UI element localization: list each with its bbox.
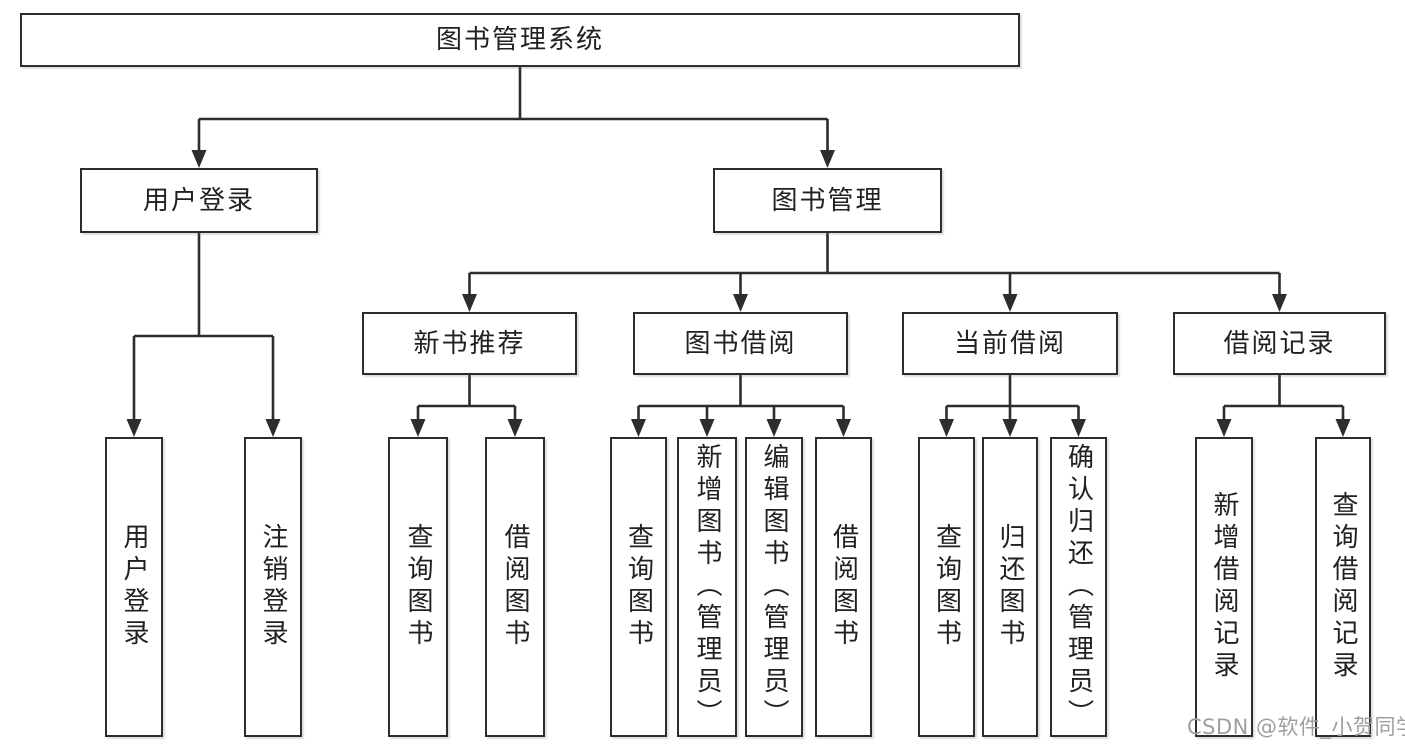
arrowhead-icon [1002,419,1018,437]
arrowhead-icon [631,419,646,437]
node-recommend-borrow-books: 借阅图书 [485,437,545,737]
arrowhead-icon [820,150,835,168]
arrowhead-icon [766,419,782,437]
node-current-borrowing: 当前借阅 [902,312,1118,375]
arrowhead-icon [1002,294,1018,312]
node-user-login: 用户登录 [80,168,318,233]
node-book-management-label: 图书管理 [771,185,884,216]
node-book-borrowing-label: 图书借阅 [684,328,797,359]
node-new-book-recommend: 新书推荐 [362,312,577,375]
connector-current-borrow-children [939,375,1086,437]
arrowhead-icon [507,419,523,437]
arrowhead-icon [1071,419,1086,437]
connector-book-mgmt-to-level2 [462,233,1287,312]
node-current-query-books-label: 查询图书 [931,523,962,651]
arrowhead-icon [1272,294,1287,312]
node-leaf-user-login: 用户登录 [105,437,163,737]
node-current-borrowing-label: 当前借阅 [953,328,1066,359]
node-leaf-logout: 注销登录 [244,437,302,737]
arrowhead-icon [1335,419,1351,437]
connector-book-borrow-children [631,375,851,437]
connector-borrow-record-children [1216,375,1351,437]
node-current-query-books: 查询图书 [918,437,975,737]
node-book-borrowing: 图书借阅 [633,312,848,375]
node-root-label: 图书管理系统 [435,25,604,55]
arrowhead-icon [265,419,281,437]
node-borrowing-borrow-books: 借阅图书 [815,437,872,737]
node-records-query-record: 查询借阅记录 [1315,437,1371,737]
node-records-add-record: 新增借阅记录 [1195,437,1253,737]
node-recommend-query-books: 查询图书 [388,437,448,737]
arrowhead-icon [939,419,954,437]
arrowhead-icon [1216,419,1232,437]
node-borrowing-borrow-books-label: 借阅图书 [828,523,859,651]
node-borrowing-query-books-label: 查询图书 [623,523,654,651]
node-leaf-logout-label: 注销登录 [258,523,288,651]
connector-root-to-level1 [191,67,835,168]
node-leaf-user-login-label: 用户登录 [119,523,149,651]
node-current-return-books: 归还图书 [982,437,1038,737]
watermark-text: CSDN @软件_小贺同学 [1187,715,1405,739]
connector-user-login-children [126,233,281,437]
arrowhead-icon [733,294,748,312]
node-recommend-borrow-books-label: 借阅图书 [500,523,530,651]
node-borrowing-edit-books-admin-label: 编辑图书（管理员） [759,443,789,731]
node-book-management: 图书管理 [713,168,942,233]
node-borrowing-add-books-admin-label: 新增图书（管理员） [692,443,722,731]
arrowhead-icon [191,150,207,168]
arrowhead-icon [462,294,477,312]
node-current-return-books-label: 归还图书 [995,523,1025,651]
node-borrowing-add-books-admin: 新增图书（管理员） [677,437,737,737]
arrowhead-icon [410,419,426,437]
node-records-query-record-label: 查询借阅记录 [1328,491,1358,683]
node-new-book-recommend-label: 新书推荐 [413,328,526,359]
node-recommend-query-books-label: 查询图书 [403,523,433,651]
node-current-confirm-return-admin: 确认归还（管理员） [1050,437,1107,737]
node-root: 图书管理系统 [20,13,1020,67]
arrowhead-icon [699,419,715,437]
arrowhead-icon [836,419,851,437]
node-borrowing-records: 借阅记录 [1173,312,1386,375]
node-user-login-label: 用户登录 [142,185,255,216]
node-records-add-record-label: 新增借阅记录 [1209,491,1239,683]
node-current-confirm-return-admin-label: 确认归还（管理员） [1063,443,1094,731]
connector-new-book-rec-children [410,375,523,437]
node-borrowing-edit-books-admin: 编辑图书（管理员） [745,437,803,737]
node-borrowing-query-books: 查询图书 [610,437,667,737]
node-borrowing-records-label: 借阅记录 [1223,328,1336,359]
arrowhead-icon [126,419,142,437]
